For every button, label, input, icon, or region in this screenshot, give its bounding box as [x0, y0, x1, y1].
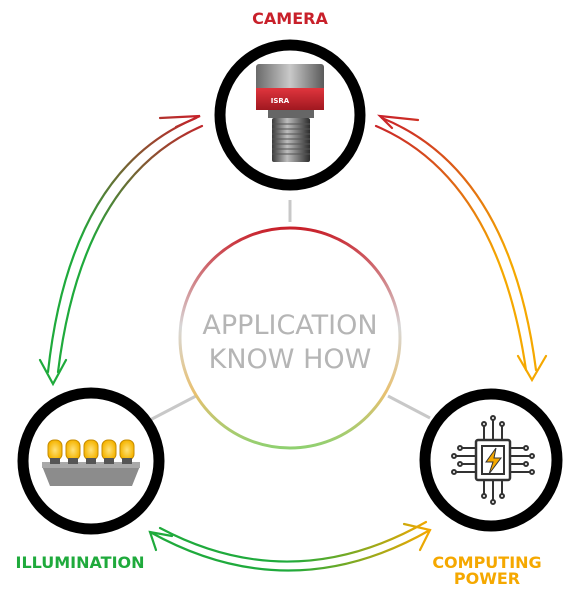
- camera-label: CAMERA: [252, 9, 328, 28]
- lightning-bolt-icon: [485, 447, 502, 475]
- center-text-line1: APPLICATION: [202, 310, 377, 341]
- spoke-right: [387, 394, 431, 420]
- arrow-illumination-to-computing: [148, 520, 432, 572]
- arrow-camera-to-computing: [374, 114, 548, 383]
- camera-node: ISRA: [214, 39, 366, 191]
- camera-brand: ISRA: [271, 97, 290, 105]
- illumination-node: [17, 387, 165, 535]
- spokes: [149, 200, 431, 422]
- spoke-left: [149, 394, 197, 422]
- light-bar-icon: [42, 439, 140, 486]
- illumination-label: ILLUMINATION: [15, 553, 144, 572]
- computing-label-line2: POWER: [454, 569, 520, 588]
- center-text-line2: KNOW HOW: [209, 344, 372, 375]
- camera-icon: ISRA: [256, 64, 324, 162]
- processor-chip-icon: [451, 415, 535, 505]
- computing-node: [419, 388, 563, 532]
- arrow-camera-to-illumination: [38, 114, 204, 387]
- computing-label-line1: COMPUTING: [432, 553, 541, 572]
- center-circle: [178, 226, 402, 450]
